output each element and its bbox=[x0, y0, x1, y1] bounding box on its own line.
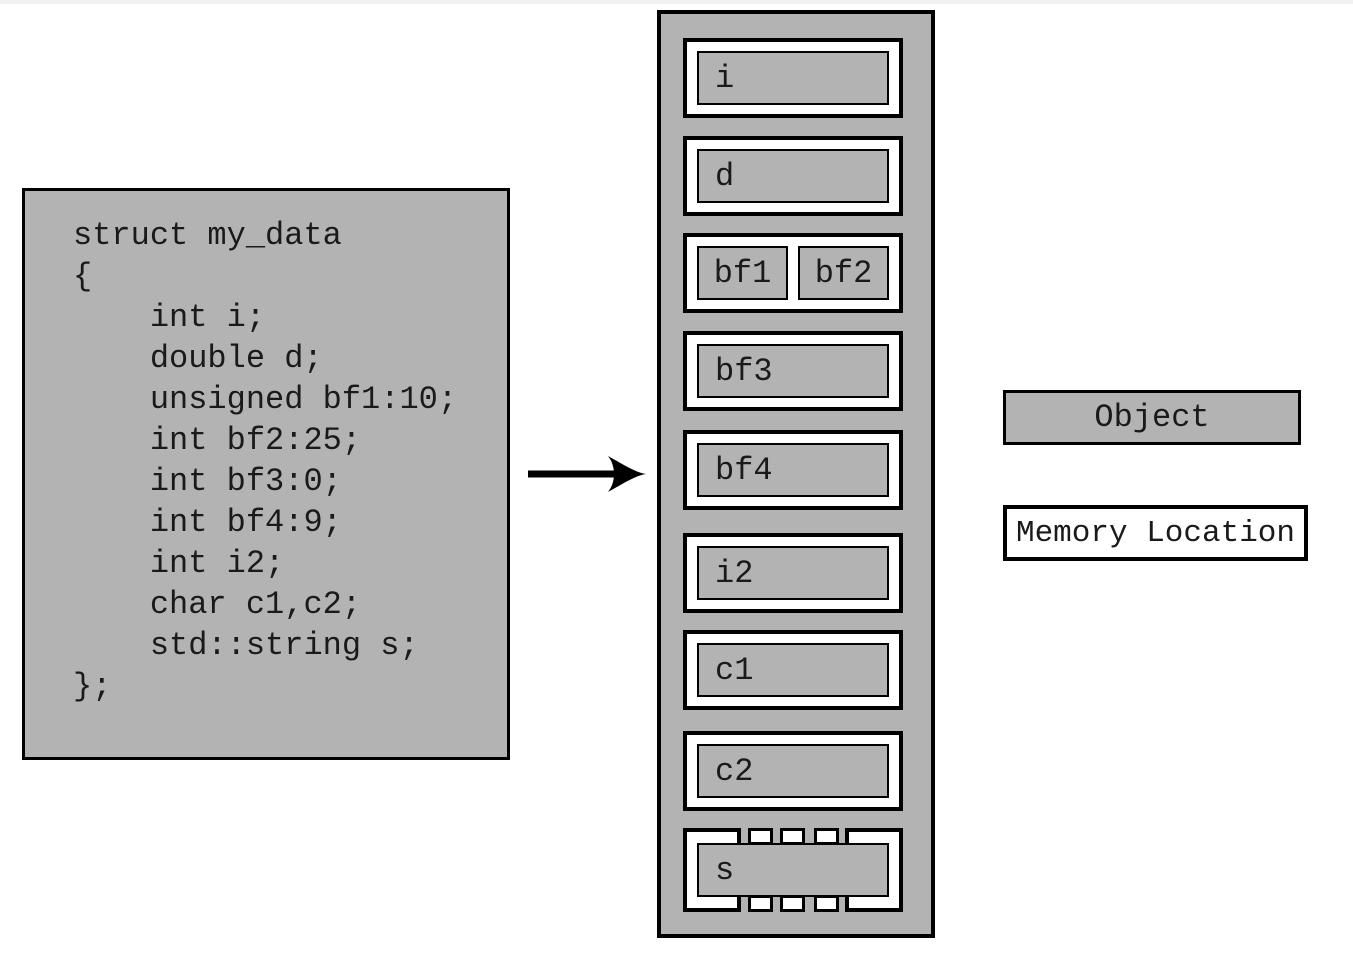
object-label: c1 bbox=[715, 651, 754, 689]
code-line: int bf2:25; bbox=[73, 422, 362, 459]
object-label: bf3 bbox=[715, 352, 773, 390]
code-line: int bf4:9; bbox=[73, 504, 342, 541]
code-line: std::string s; bbox=[73, 627, 419, 664]
object-label: bf1 bbox=[713, 254, 772, 292]
memory-location-row: d bbox=[683, 136, 903, 216]
code-line: struct my_data bbox=[73, 217, 342, 254]
object-label: i2 bbox=[715, 554, 754, 592]
object-box: i bbox=[697, 51, 889, 105]
code-line: int bf3:0; bbox=[73, 463, 342, 500]
legend-object-swatch: Object bbox=[1003, 390, 1301, 445]
object-box: bf1 bbox=[697, 246, 788, 300]
object-box: c2 bbox=[697, 744, 889, 798]
object-label: c2 bbox=[715, 752, 754, 790]
object-box: d bbox=[697, 149, 889, 203]
object-box: s bbox=[697, 843, 889, 897]
legend-object-label: Object bbox=[1094, 399, 1210, 436]
object-label: bf4 bbox=[715, 451, 773, 489]
object-label: d bbox=[715, 157, 735, 195]
object-box: i2 bbox=[697, 546, 889, 600]
object-box: bf3 bbox=[697, 344, 889, 398]
memory-location-row: i2 bbox=[683, 533, 903, 613]
memory-location-row: i bbox=[683, 38, 903, 118]
top-edge-divider bbox=[0, 0, 1353, 4]
memory-location-row: c2 bbox=[683, 731, 903, 811]
memory-fragment bbox=[814, 895, 839, 912]
memory-fragment bbox=[780, 895, 805, 912]
object-box: bf4 bbox=[697, 443, 889, 497]
memory-fragment bbox=[748, 895, 773, 912]
legend-memory-location-swatch: Memory Location bbox=[1003, 505, 1308, 561]
code-line: unsigned bf1:10; bbox=[73, 381, 458, 418]
struct-definition-box: struct my_data { int i; double d; unsign… bbox=[22, 188, 510, 760]
code-line: { bbox=[73, 258, 93, 295]
code-line: int i2; bbox=[73, 545, 285, 582]
code-line: double d; bbox=[73, 340, 323, 377]
object-box: bf2 bbox=[798, 246, 889, 300]
legend-memory-location-label: Memory Location bbox=[1015, 515, 1296, 551]
memory-location-row: c1 bbox=[683, 630, 903, 710]
memory-layout-column: i d bf1 bf2 bf3 bf4 bbox=[657, 10, 935, 938]
object-label: bf2 bbox=[814, 254, 873, 292]
memory-location-row: bf1 bf2 bbox=[683, 233, 903, 313]
object-label: s bbox=[715, 851, 735, 889]
code-line: char c1,c2; bbox=[73, 586, 362, 623]
arrow-right-icon bbox=[528, 456, 646, 492]
object-box: c1 bbox=[697, 643, 889, 697]
memory-location-row-fragmented: s bbox=[683, 828, 903, 912]
code-line: }; bbox=[73, 668, 112, 705]
memory-location-row: bf3 bbox=[683, 331, 903, 411]
memory-location-row: bf4 bbox=[683, 430, 903, 510]
code-line: int i; bbox=[73, 299, 266, 336]
object-label: i bbox=[715, 59, 735, 97]
